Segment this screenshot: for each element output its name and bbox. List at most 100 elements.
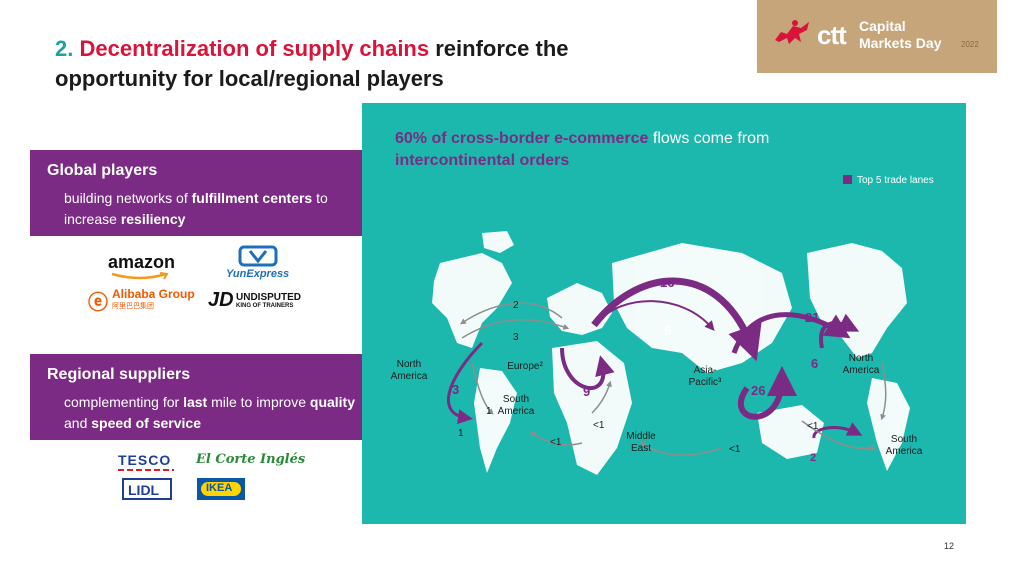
tesco-logo: TESCO — [118, 452, 176, 472]
legend-label: Top 5 trade lanes — [857, 175, 934, 186]
region-middle-east: Middle East — [626, 431, 656, 454]
flow-na-sa — [471, 362, 494, 415]
regional-bold-1: last — [183, 394, 208, 410]
flow-intra-na-right — [819, 313, 860, 349]
ctt-logo-box: ctt Capital Markets Day 2022 — [757, 0, 997, 73]
value-asia-me: <1 — [729, 444, 741, 455]
slide-title: 2. Decentralization of supply chains rei… — [55, 34, 695, 94]
flow-intra-asia — [737, 366, 797, 420]
global-bold-1: fulfillment centers — [191, 190, 313, 206]
regional-text-2: mile to improve — [207, 394, 310, 410]
global-players-text: building networks of fulfillment centers… — [64, 188, 364, 230]
alibaba-chinese: 阿里巴巴集团 — [112, 303, 154, 310]
value-na-sa: 1 — [486, 406, 492, 417]
region-europe: Europe² — [507, 361, 543, 372]
map-headline: 60% of cross-border e-commerce flows com… — [395, 128, 875, 172]
title-highlight: Decentralization of supply chains — [79, 36, 430, 61]
regional-text-3: and — [64, 415, 92, 431]
ikea-logo: IKEA — [197, 478, 245, 500]
global-text-1: building networks of — [64, 190, 192, 206]
yunexpress-wordmark: YunExpress — [226, 268, 290, 280]
map-headline-rest: flows come from — [648, 130, 770, 147]
regional-suppliers-panel: Regional suppliers complementing for las… — [30, 354, 380, 440]
flow-eu-na-top — [460, 302, 563, 325]
map-legend: Top 5 trade lanes — [843, 175, 934, 186]
trade-lanes-map-panel: 60% of cross-border e-commerce flows com… — [362, 103, 966, 524]
amazon-logo: amazon — [108, 252, 175, 280]
yunexpress-logo: YunExpress — [222, 245, 292, 281]
value-asia-na: 21 — [805, 310, 820, 325]
event-year: 2022 — [961, 40, 979, 49]
south-america-left-shape — [474, 368, 517, 473]
flow-me-sa — [530, 431, 583, 446]
global-players-heading: Global players — [47, 162, 158, 179]
flow-sa-na — [812, 422, 863, 439]
regional-bold-2: quality — [309, 394, 356, 410]
horse-rider-icon — [775, 20, 809, 44]
value-na-sa-small: 1 — [458, 428, 464, 439]
event-name-line2: Markets Day — [859, 35, 942, 51]
regional-suppliers-heading: Regional suppliers — [47, 366, 191, 383]
value-sa-na: 2 — [810, 452, 817, 464]
value-eu-na-bottom: 3 — [513, 332, 519, 343]
tesco-wordmark: TESCO — [118, 452, 172, 468]
region-north-america-right: North America — [842, 353, 880, 376]
flow-asia-me — [640, 441, 723, 456]
lidl-logo: LIDL — [122, 478, 172, 500]
event-name-line1: Capital — [859, 18, 906, 34]
king-of-trainers-text: KING OF TRAINERS — [236, 303, 294, 309]
undisputed-wordmark: UNDISPUTED — [236, 292, 302, 303]
value-intra-na-right: 6 — [811, 356, 819, 371]
flow-me-eu — [591, 380, 612, 414]
flow-eu-asia — [591, 277, 762, 362]
tesco-stripe — [118, 469, 174, 471]
value-intra-eu: 9 — [583, 384, 591, 399]
page-number: 12 — [944, 541, 955, 551]
flow-asia-sa — [801, 420, 877, 452]
ikea-wordmark: IKEA — [206, 482, 233, 494]
value-intra-na: 3 — [452, 382, 460, 397]
map-headline-line2: intercontinental orders — [395, 152, 570, 169]
jd-undisputed-logo: JD UNDISPUTED KING OF TRAINERS — [208, 289, 308, 313]
map-headline-bold: 60% of cross-border e-commerce — [395, 130, 649, 147]
asia-shape — [612, 243, 792, 373]
value-intra-asia: 26 — [751, 383, 766, 398]
lidl-wordmark: LIDL — [128, 482, 160, 498]
region-north-america-left: North America — [390, 359, 428, 382]
global-bold-2: resiliency — [120, 211, 186, 227]
regional-bold-3: speed of service — [91, 415, 201, 431]
flow-intra-na — [447, 341, 484, 425]
regional-suppliers-text: complementing for last mile to improve q… — [64, 392, 364, 434]
north-america-left-shape — [432, 253, 512, 348]
value-me-sa: <1 — [550, 437, 562, 448]
global-text-2: to increase — [64, 190, 328, 227]
title-number: 2. — [55, 36, 74, 61]
value-asia-sa: <1 — [807, 421, 819, 432]
el-corte-ingles-logo: El Corte Inglés — [196, 452, 306, 467]
europe-shape — [547, 283, 612, 335]
flow-arrows — [447, 277, 887, 456]
ctt-wordmark: ctt — [817, 20, 847, 50]
regional-text-1: complementing for — [64, 394, 184, 410]
jd-mark: JD — [208, 289, 234, 311]
alibaba-wordmark: Alibaba Group — [112, 287, 195, 301]
global-players-panel: Global players building networks of fulf… — [30, 150, 380, 236]
region-asia-pacific: Asia-Pacific³ — [688, 365, 722, 388]
yunexpress-mark-icon — [238, 245, 278, 267]
alibaba-logo: ⓔ Alibaba Group 阿里巴巴集团 — [88, 287, 195, 314]
event-name: Capital Markets Day — [859, 18, 942, 52]
greenland-left-shape — [482, 231, 514, 253]
title-rest: reinforce the opportunity for local/regi… — [55, 36, 569, 91]
flow-eu-na-bottom — [461, 319, 570, 339]
value-eu-na-top: 2 — [513, 300, 519, 311]
world-map — [432, 231, 910, 475]
australia-shape — [757, 405, 824, 459]
value-eu-asia: 16 — [660, 275, 675, 290]
value-intra-asia-arc: 5 — [664, 323, 672, 338]
flow-intra-eu — [560, 347, 615, 391]
region-south-america-left: South America — [497, 394, 535, 417]
region-south-america-right: South America — [885, 434, 923, 457]
south-america-right-shape — [867, 378, 910, 471]
amazon-smile-icon — [111, 272, 169, 280]
flow-na-right-sa — [880, 362, 887, 421]
